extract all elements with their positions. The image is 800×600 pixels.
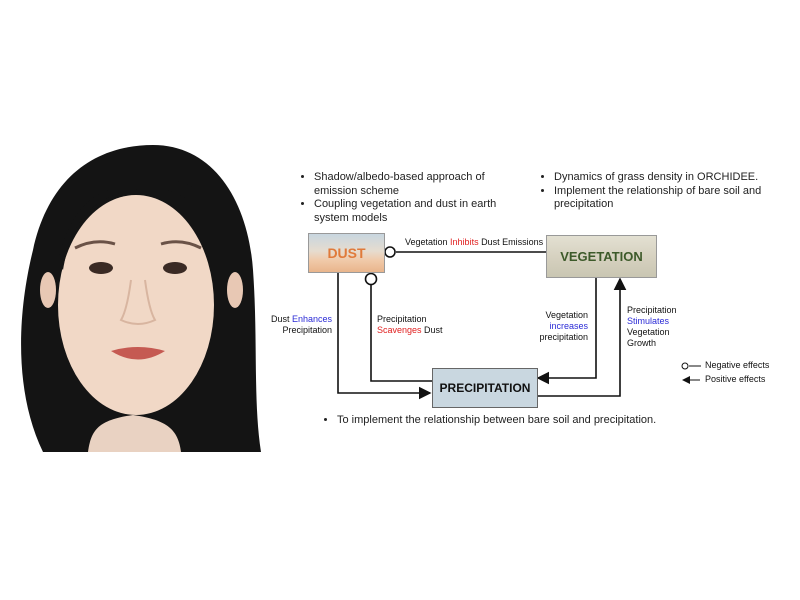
edge-precip-veg (537, 277, 627, 397)
bullet-item: Shadow/albedo-based approach of emission… (314, 171, 515, 198)
node-vegetation-label: VEGETATION (560, 249, 643, 264)
label-text: Precipitation (627, 305, 677, 315)
label-veg-dust: Vegetation Inhibits Dust Emissions (405, 237, 543, 248)
label-keyword: increases (549, 321, 588, 331)
node-dust-label: DUST (327, 245, 366, 261)
edge-dust-precip (337, 272, 432, 400)
node-precipitation: PRECIPITATION (432, 368, 538, 408)
bullet-item: To implement the relationship between ba… (337, 414, 743, 428)
label-text: Precipitation (282, 325, 332, 335)
node-dust: DUST (308, 233, 385, 273)
legend-negative: Negative effects (705, 360, 770, 370)
label-text: Vegetation (545, 310, 588, 320)
bullet-item: Implement the relationship of bare soil … (554, 185, 800, 212)
label-text: Dust (421, 325, 443, 335)
legend-positive: Positive effects (705, 374, 766, 384)
bullet-item: Coupling vegetation and dust in earth sy… (314, 198, 515, 225)
label-text: precipitation (539, 332, 588, 342)
label-keyword: Stimulates (627, 316, 670, 326)
edge-precip-dust (370, 285, 432, 382)
label-keyword: Inhibits (450, 237, 479, 247)
portrait-photo (3, 140, 263, 452)
label-text: Growth (627, 338, 657, 348)
negative-end-icon (364, 272, 378, 286)
label-text: Dust Emissions (478, 237, 544, 247)
edge-veg-precip (536, 277, 597, 385)
label-text: Precipitation (377, 314, 427, 324)
negative-end-icon (384, 246, 396, 258)
legend-negative-icon (681, 362, 689, 370)
bullets-left: Shadow/albedo-based approach of emission… (300, 171, 515, 225)
label-text: Vegetation (405, 237, 451, 247)
label-keyword: Enhances (291, 314, 332, 324)
label-text: Dust (270, 314, 292, 324)
label-text: Vegetation (627, 327, 670, 337)
bullets-bottom: To implement the relationship between ba… (323, 414, 743, 428)
label-keyword: Scavenges (377, 325, 422, 335)
bullets-right: Dynamics of grass density in ORCHIDEE. I… (540, 171, 800, 212)
node-precipitation-label: PRECIPITATION (439, 381, 531, 395)
bullet-item: Dynamics of grass density in ORCHIDEE. (554, 171, 800, 185)
node-vegetation: VEGETATION (546, 235, 657, 278)
